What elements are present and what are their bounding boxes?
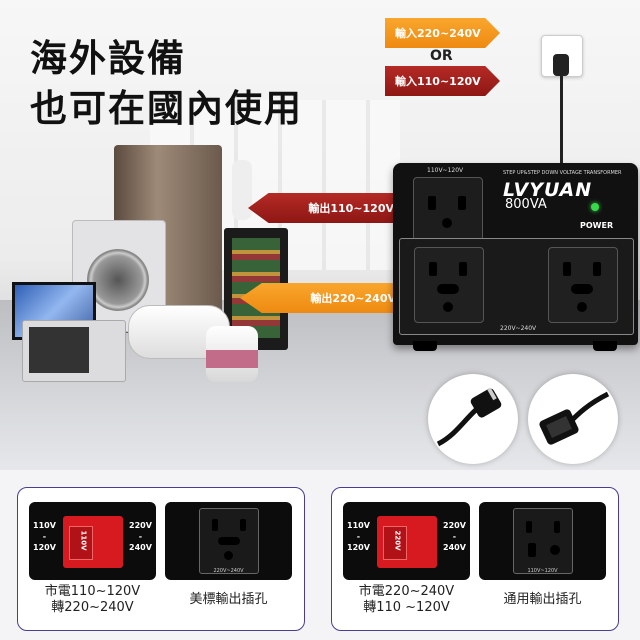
washer-drum <box>87 249 149 311</box>
voltage-switch-tile: 110V - 120V 220V 220V - 240V <box>343 502 470 580</box>
socket-hole <box>528 543 536 557</box>
input-arrow-220: 輸入220~240V <box>385 18 500 48</box>
mode-card-110-to-220: 110V - 120V 110V 220V - 240V 220V~240V 市… <box>17 487 305 631</box>
caption-mode: 市電110~120V 轉220~240V <box>44 584 141 615</box>
socket-hole <box>550 545 560 555</box>
socket-tile: 110V~120V <box>479 502 606 580</box>
transformer-unit: 110V~120V STEP UP&STEP DOWN VOLTAGE TRAN… <box>393 163 638 351</box>
microwave-door <box>29 327 89 373</box>
vase-decor <box>232 160 252 220</box>
power-led-icon <box>591 203 599 211</box>
rice-cooker-image <box>206 326 258 382</box>
brand-logo: LVYUAN <box>503 179 593 201</box>
socket-hole <box>437 284 459 294</box>
switch-knob: 220V <box>383 526 407 560</box>
transformer-tagline: STEP UP&STEP DOWN VOLTAGE TRANSFORMER <box>503 170 622 176</box>
voltage-switch: 220V <box>377 516 437 568</box>
output-socket-left <box>414 247 484 323</box>
socket-hole <box>526 521 532 533</box>
socket-hole <box>442 218 452 228</box>
capacity-label: 800VA <box>505 197 547 212</box>
rice-cooker-band <box>206 350 258 368</box>
or-label: OR <box>430 48 453 64</box>
socket-hole <box>224 551 233 560</box>
switch-knob-label: 220V <box>393 530 402 551</box>
input-arrow-110: 輸入110~120V <box>385 66 500 96</box>
socket-hole <box>563 262 571 276</box>
us-output-socket <box>199 508 259 574</box>
power-cord <box>560 75 563 170</box>
universal-output-socket <box>513 508 573 574</box>
socket-voltage-label: 220V~240V <box>213 568 244 574</box>
socket-hole <box>240 519 246 531</box>
caption-socket-type: 通用輸出插孔 <box>503 592 582 607</box>
output-panel: 220V~240V <box>399 238 634 335</box>
output-arrow-110: 輸出110~120V <box>248 193 408 223</box>
iec-connector-icon <box>539 391 610 445</box>
transformer-foot <box>413 341 437 351</box>
us-plug-icon <box>436 387 502 447</box>
caption-mode: 市電220~240V 轉110 ~120V <box>358 584 455 615</box>
switch-right-label: 220V - 240V <box>129 521 152 552</box>
socket-tile: 220V~240V <box>165 502 292 580</box>
socket-hole <box>577 302 587 312</box>
bottom-socket-label: 220V~240V <box>500 325 537 332</box>
switch-right-label: 220V - 240V <box>443 521 466 552</box>
plug-icon <box>553 54 569 76</box>
headline-line1: 海外設備 <box>30 37 186 80</box>
power-label: POWER <box>580 221 614 230</box>
headline-line2: 也可在國內使用 <box>30 87 303 130</box>
voltage-switch-tile: 110V - 120V 110V 220V - 240V <box>29 502 156 580</box>
switch-left-label: 110V - 120V <box>33 521 56 552</box>
mode-card-220-to-110: 110V - 120V 220V 220V - 240V 110V~120V 市… <box>331 487 619 631</box>
socket-hole <box>593 262 601 276</box>
socket-hole <box>429 262 437 276</box>
socket-hole <box>218 537 240 545</box>
socket-hole <box>571 284 593 294</box>
switch-left-label: 110V - 120V <box>347 521 370 552</box>
top-socket <box>413 177 483 241</box>
socket-voltage-label: 110V~120V <box>527 568 558 574</box>
socket-hole <box>459 262 467 276</box>
transformer-foot <box>593 341 617 351</box>
output-arrow-220: 輸出220~240V <box>240 283 410 313</box>
product-scene: 海外設備 也可在國內使用 輸入220~240V OR 輸入110~120V 輸出… <box>0 0 640 470</box>
top-socket-label: 110V~120V <box>427 167 464 174</box>
iec-cable-circle <box>528 374 618 464</box>
output-socket-right <box>548 247 618 323</box>
switch-knob-label: 110V <box>79 530 88 551</box>
socket-hole <box>428 196 436 210</box>
socket-hole <box>443 302 453 312</box>
socket-hole <box>212 519 218 531</box>
caption-socket-type: 美標輸出插孔 <box>189 592 268 607</box>
voltage-switch: 110V <box>63 516 123 568</box>
us-plug-circle <box>428 374 518 464</box>
socket-hole <box>458 196 466 210</box>
switch-knob: 110V <box>69 526 93 560</box>
microwave-image <box>22 320 126 382</box>
socket-hole <box>554 521 560 533</box>
